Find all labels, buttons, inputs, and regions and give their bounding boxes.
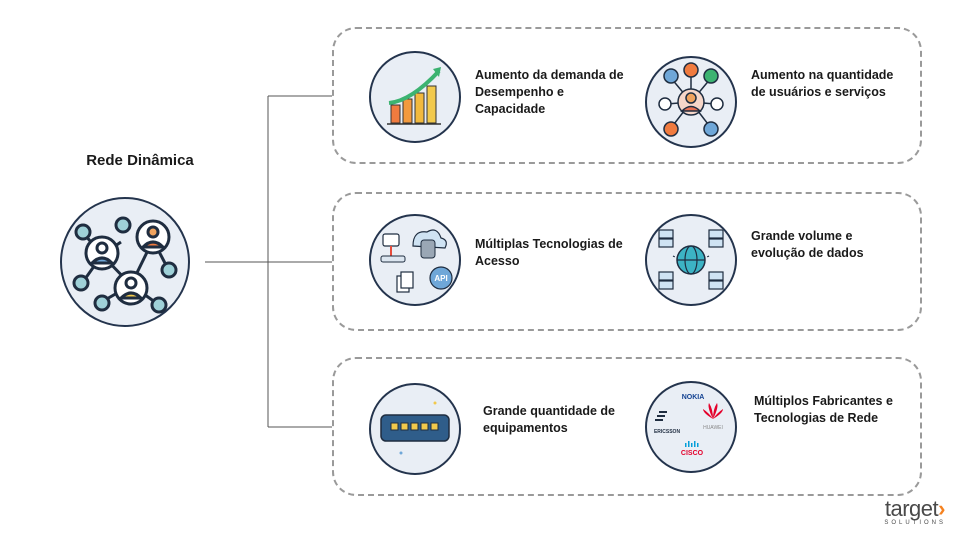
api-badge-text: API (434, 274, 447, 283)
root-title: Rede Dinâmica (86, 152, 194, 169)
item-label: Grande volume e evolução de dados (751, 229, 864, 260)
group-box-1 (332, 27, 922, 164)
brand-tagline: SOLUTIONS (884, 520, 946, 526)
ericsson-logo-text: ERICSSON (654, 429, 681, 435)
item-label: Aumento da demanda de Desempenho e Capac… (475, 68, 624, 116)
chevron-right-icon: › (938, 496, 946, 521)
data-servers-globe-icon (645, 214, 737, 306)
growth-chart-icon (369, 51, 461, 143)
brand-name: target (884, 496, 939, 521)
user-network-icon (645, 56, 737, 148)
brand-logo: target› SOLUTIONS (884, 496, 946, 526)
access-technologies-icon: API (369, 214, 461, 306)
item-label: Grande quantidade de equipamentos (483, 404, 615, 435)
item-label: Múltiplas Tecnologias de Acesso (475, 237, 623, 268)
huawei-logo-text: HUAWEI (703, 425, 723, 431)
item-label: Aumento na quantidade de usuários e serv… (751, 68, 894, 99)
nokia-logo-text: NOKIA (682, 394, 705, 401)
network-switch-icon (369, 383, 461, 475)
item-label: Múltiplos Fabricantes e Tecnologias de R… (754, 394, 893, 425)
network-users-icon (45, 195, 205, 329)
group-box-3 (332, 357, 922, 496)
group-box-2 (332, 192, 922, 331)
vendor-logos-icon: NOKIA ERICSSON HUAWEI CISCO (645, 381, 737, 473)
cisco-logo-text: CISCO (681, 450, 704, 457)
